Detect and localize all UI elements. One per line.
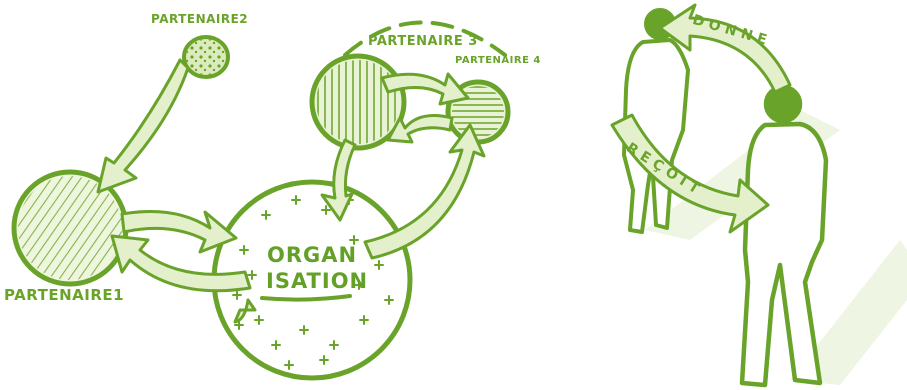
partenaire1-label: PARTENAIRE1 (4, 286, 124, 304)
partenaire3-label: PARTENAIRE 3 (368, 34, 478, 49)
person-front (742, 87, 826, 385)
arrow-org-to-p4 (365, 125, 484, 258)
partenaire4-label: PARTENAIRE 4 (455, 55, 541, 66)
organisation-label-line1: ORGAN (267, 243, 357, 267)
partenaire2-label: PARTENAIRE2 (151, 12, 248, 26)
organisation-label-line2: ISATION (266, 269, 368, 293)
arrow-p2-to-p1 (98, 60, 188, 192)
arrow-p4-to-p3 (388, 116, 452, 142)
